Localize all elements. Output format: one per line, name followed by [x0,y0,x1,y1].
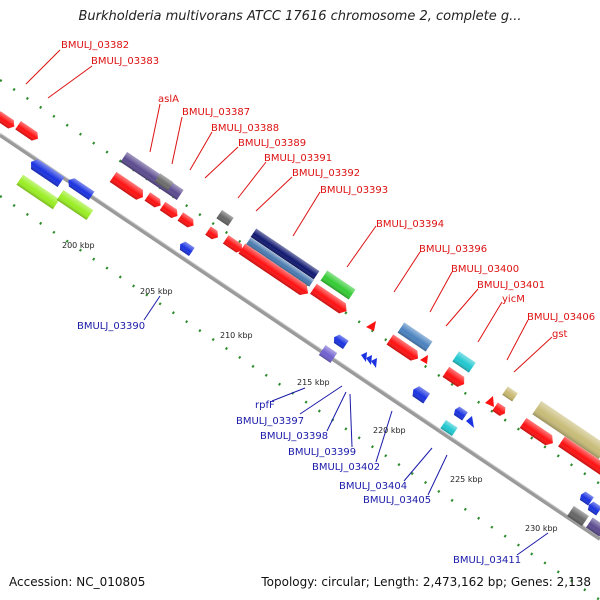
feature-BMULJ_03382[interactable] [0,111,17,130]
feature-BMULJ_03400[interactable] [452,351,476,373]
label-BMULJ_03405[interactable]: BMULJ_03405 [363,495,431,506]
label-BMULJ_03398[interactable]: BMULJ_03398 [260,431,328,442]
label-BMULJ_03406[interactable]: BMULJ_03406 [527,312,595,323]
chromosome-backbone [0,133,600,541]
feature-small-red-arrow [366,321,376,331]
feature-yicM[interactable] [502,386,518,402]
label-aslA[interactable]: aslA [158,94,179,105]
label-BMULJ_03397[interactable]: BMULJ_03397 [236,416,304,427]
label-BMULJ_03392[interactable]: BMULJ_03392 [292,168,360,179]
genome-summary-text: Topology: circular; Length: 2,473,162 bp… [261,575,591,589]
scale-label: 215 kbp [297,378,330,387]
label-BMULJ_03383[interactable]: BMULJ_03383 [91,56,159,67]
bottom-leader-lines [143,295,549,556]
feature-BMULJ_03399[interactable] [366,355,372,365]
top-leader-lines [25,49,553,373]
label-BMULJ_03411[interactable]: BMULJ_03411 [453,555,521,566]
forward-features [0,111,600,476]
scale-label: 225 kbp [450,475,483,484]
feature-BMULJ_03394[interactable] [320,270,356,300]
scale-labels: 200 kbp 205 kbp 210 kbp 215 kbp 220 kbp … [62,241,558,533]
scale-label: 200 kbp [62,241,95,250]
label-yicM[interactable]: yicM [502,294,525,305]
feature-BMULJ_03401[interactable] [442,366,468,389]
feature-BMULJ_03383[interactable] [15,121,40,143]
scale-label: 220 kbp [373,426,406,435]
label-BMULJ_03400[interactable]: BMULJ_03400 [451,264,519,275]
label-BMULJ_03393[interactable]: BMULJ_03393 [320,185,388,196]
feature-rpfF[interactable] [331,333,349,350]
feature-gst[interactable] [519,417,557,448]
label-BMULJ_03388[interactable]: BMULJ_03388 [211,123,279,134]
label-BMULJ_03396[interactable]: BMULJ_03396 [419,244,487,255]
reverse-features [16,159,600,537]
accession-text: Accession: NC_010805 [9,575,146,589]
label-gst[interactable]: gst [552,329,568,340]
label-BMULJ_03390[interactable]: BMULJ_03390 [77,321,145,332]
feature-BMULJ_03387[interactable] [154,173,174,191]
feature-BMULJ_03388[interactable] [109,171,147,202]
feature-BMULJ_03398[interactable] [361,352,367,362]
label-rpfF[interactable]: rpfF [255,400,275,411]
feature-BMULJ_03397[interactable] [318,345,338,363]
scale-label: 230 kbp [525,524,558,533]
label-BMULJ_03394[interactable]: BMULJ_03394 [376,219,444,230]
feature-BMULJ_03404[interactable] [440,419,458,437]
scale-label: 205 kbp [140,287,173,296]
feature-BMULJ_03402[interactable] [410,385,430,404]
label-BMULJ_03402[interactable]: BMULJ_03402 [312,462,380,473]
label-BMULJ_03387[interactable]: BMULJ_03387 [182,107,250,118]
feature-BMULJ_03389[interactable] [144,192,164,209]
label-BMULJ_03399[interactable]: BMULJ_03399 [288,447,356,458]
label-BMULJ_03391[interactable]: BMULJ_03391 [264,153,332,164]
feature-BMULJ_03392[interactable] [250,228,320,280]
label-BMULJ_03404[interactable]: BMULJ_03404 [339,481,407,492]
bottom-labels: BMULJ_03390 rpfF BMULJ_03397 BMULJ_03398… [77,321,521,566]
label-BMULJ_03382[interactable]: BMULJ_03382 [61,40,129,51]
feature-BMULJ_03411[interactable] [567,505,589,527]
feature-BMULJ_03406[interactable] [532,400,600,460]
scale-label: 210 kbp [220,331,253,340]
label-BMULJ_03389[interactable]: BMULJ_03389 [238,138,306,149]
feature-BMULJ_03390[interactable] [177,240,195,257]
feature-BMULJ_03393[interactable] [238,243,311,299]
feature-BMULJ_03396[interactable] [397,322,433,352]
feature-BMULJ_03391[interactable] [216,209,234,227]
map-title: Burkholderia multivorans ATCC 17616 chro… [78,9,522,24]
label-BMULJ_03401[interactable]: BMULJ_03401 [477,280,545,291]
top-labels: BMULJ_03382 BMULJ_03383 aslA BMULJ_03387… [61,40,595,340]
